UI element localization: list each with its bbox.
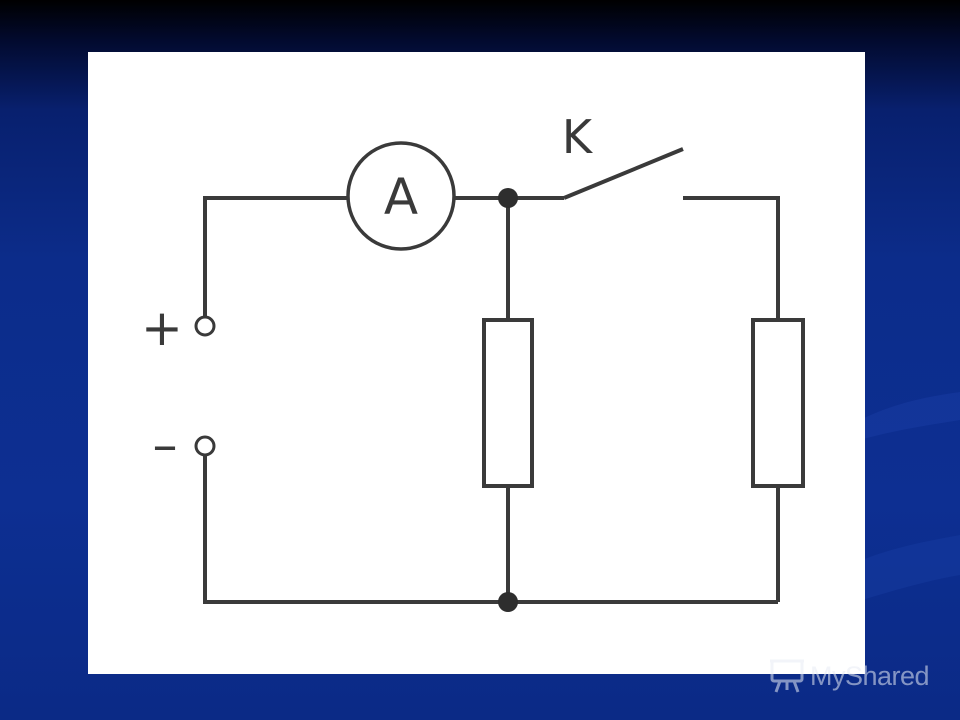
negative-terminal-label: – [153,416,178,474]
slide-panel: A K + – [88,52,865,674]
ammeter: A [346,141,456,251]
circuit-diagram: A K + – [141,110,805,612]
switch-label: K [562,110,594,164]
positive-terminal [194,315,216,337]
ammeter-label: A [384,168,418,226]
positive-terminal-label: + [141,299,183,357]
watermark-text: MyShared [810,660,930,691]
junction-node-top [498,188,518,208]
wire-bottom [203,456,778,604]
wire-top-right [683,196,780,320]
ammeter-circle [346,141,456,251]
switch-blade [563,147,684,200]
junction-node-bottom [498,592,518,612]
presentation-board-icon [770,659,804,693]
watermark: MyShared [768,656,930,696]
negative-terminal [194,435,216,457]
resistor-middle [482,318,534,488]
wire-top-left [203,196,348,316]
resistor-right [751,318,805,488]
